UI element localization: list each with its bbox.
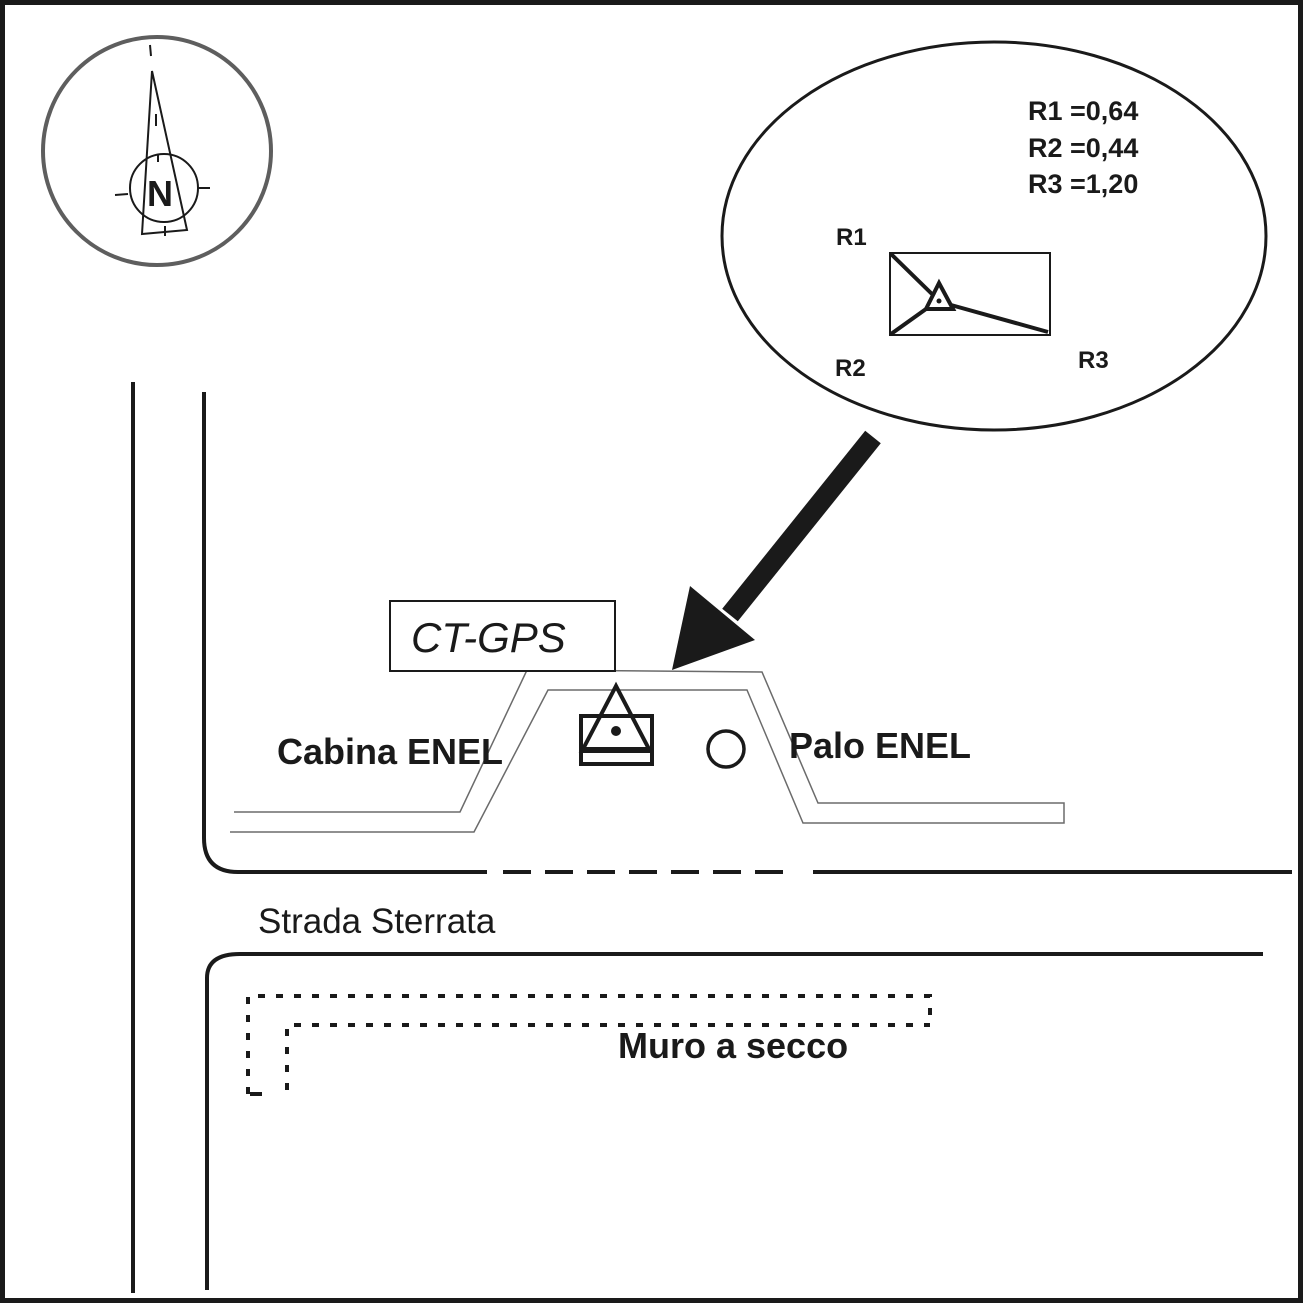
road-edge-upper-block <box>202 392 487 874</box>
compass-ring <box>41 35 273 267</box>
corner-label-r1: R1 <box>836 224 867 251</box>
compass: N <box>41 35 273 267</box>
ct-gps-text: CT-GPS <box>411 614 566 661</box>
label-palo-enel: Palo ENEL <box>789 725 971 766</box>
muro-a-secco-wall <box>246 994 932 1094</box>
inset-gps-point-icon <box>922 278 957 311</box>
ct-gps-box <box>389 600 616 672</box>
corner-label-r2: R2 <box>835 355 866 382</box>
measurement-r2: R2 =0,44 <box>1028 133 1138 163</box>
corner-label-r3: R3 <box>1078 347 1109 374</box>
detail-inset: R1 =0,64 R2 =0,44 R3 =1,20 R1 R2 R3 <box>720 40 1268 432</box>
palo-enel-icon <box>706 729 746 769</box>
gps-point-dot <box>611 726 621 736</box>
pointer-arrow-icon <box>672 430 881 670</box>
inset-building-outline <box>889 252 1051 336</box>
enclosure-outline <box>230 669 1065 833</box>
measurement-r3: R3 =1,20 <box>1028 169 1138 199</box>
inset-ellipse <box>720 40 1268 432</box>
label-muro-a-secco: Muro a secco <box>618 1025 848 1066</box>
inset-tie-lines <box>889 252 1049 336</box>
ct-gps-label: CT-GPS <box>389 600 616 672</box>
inset-gps-dot <box>936 298 942 304</box>
cabina-enel-symbol <box>578 681 654 766</box>
label-strada-sterrata: Strada Sterrata <box>258 902 496 941</box>
north-arrow-icon <box>114 44 210 236</box>
roads <box>131 382 1292 1293</box>
compass-letter: N <box>147 173 173 214</box>
measurement-r1: R1 =0,64 <box>1028 96 1138 126</box>
label-cabina-enel: Cabina ENEL <box>277 731 503 772</box>
road-edge-lower-block <box>205 952 1263 1290</box>
